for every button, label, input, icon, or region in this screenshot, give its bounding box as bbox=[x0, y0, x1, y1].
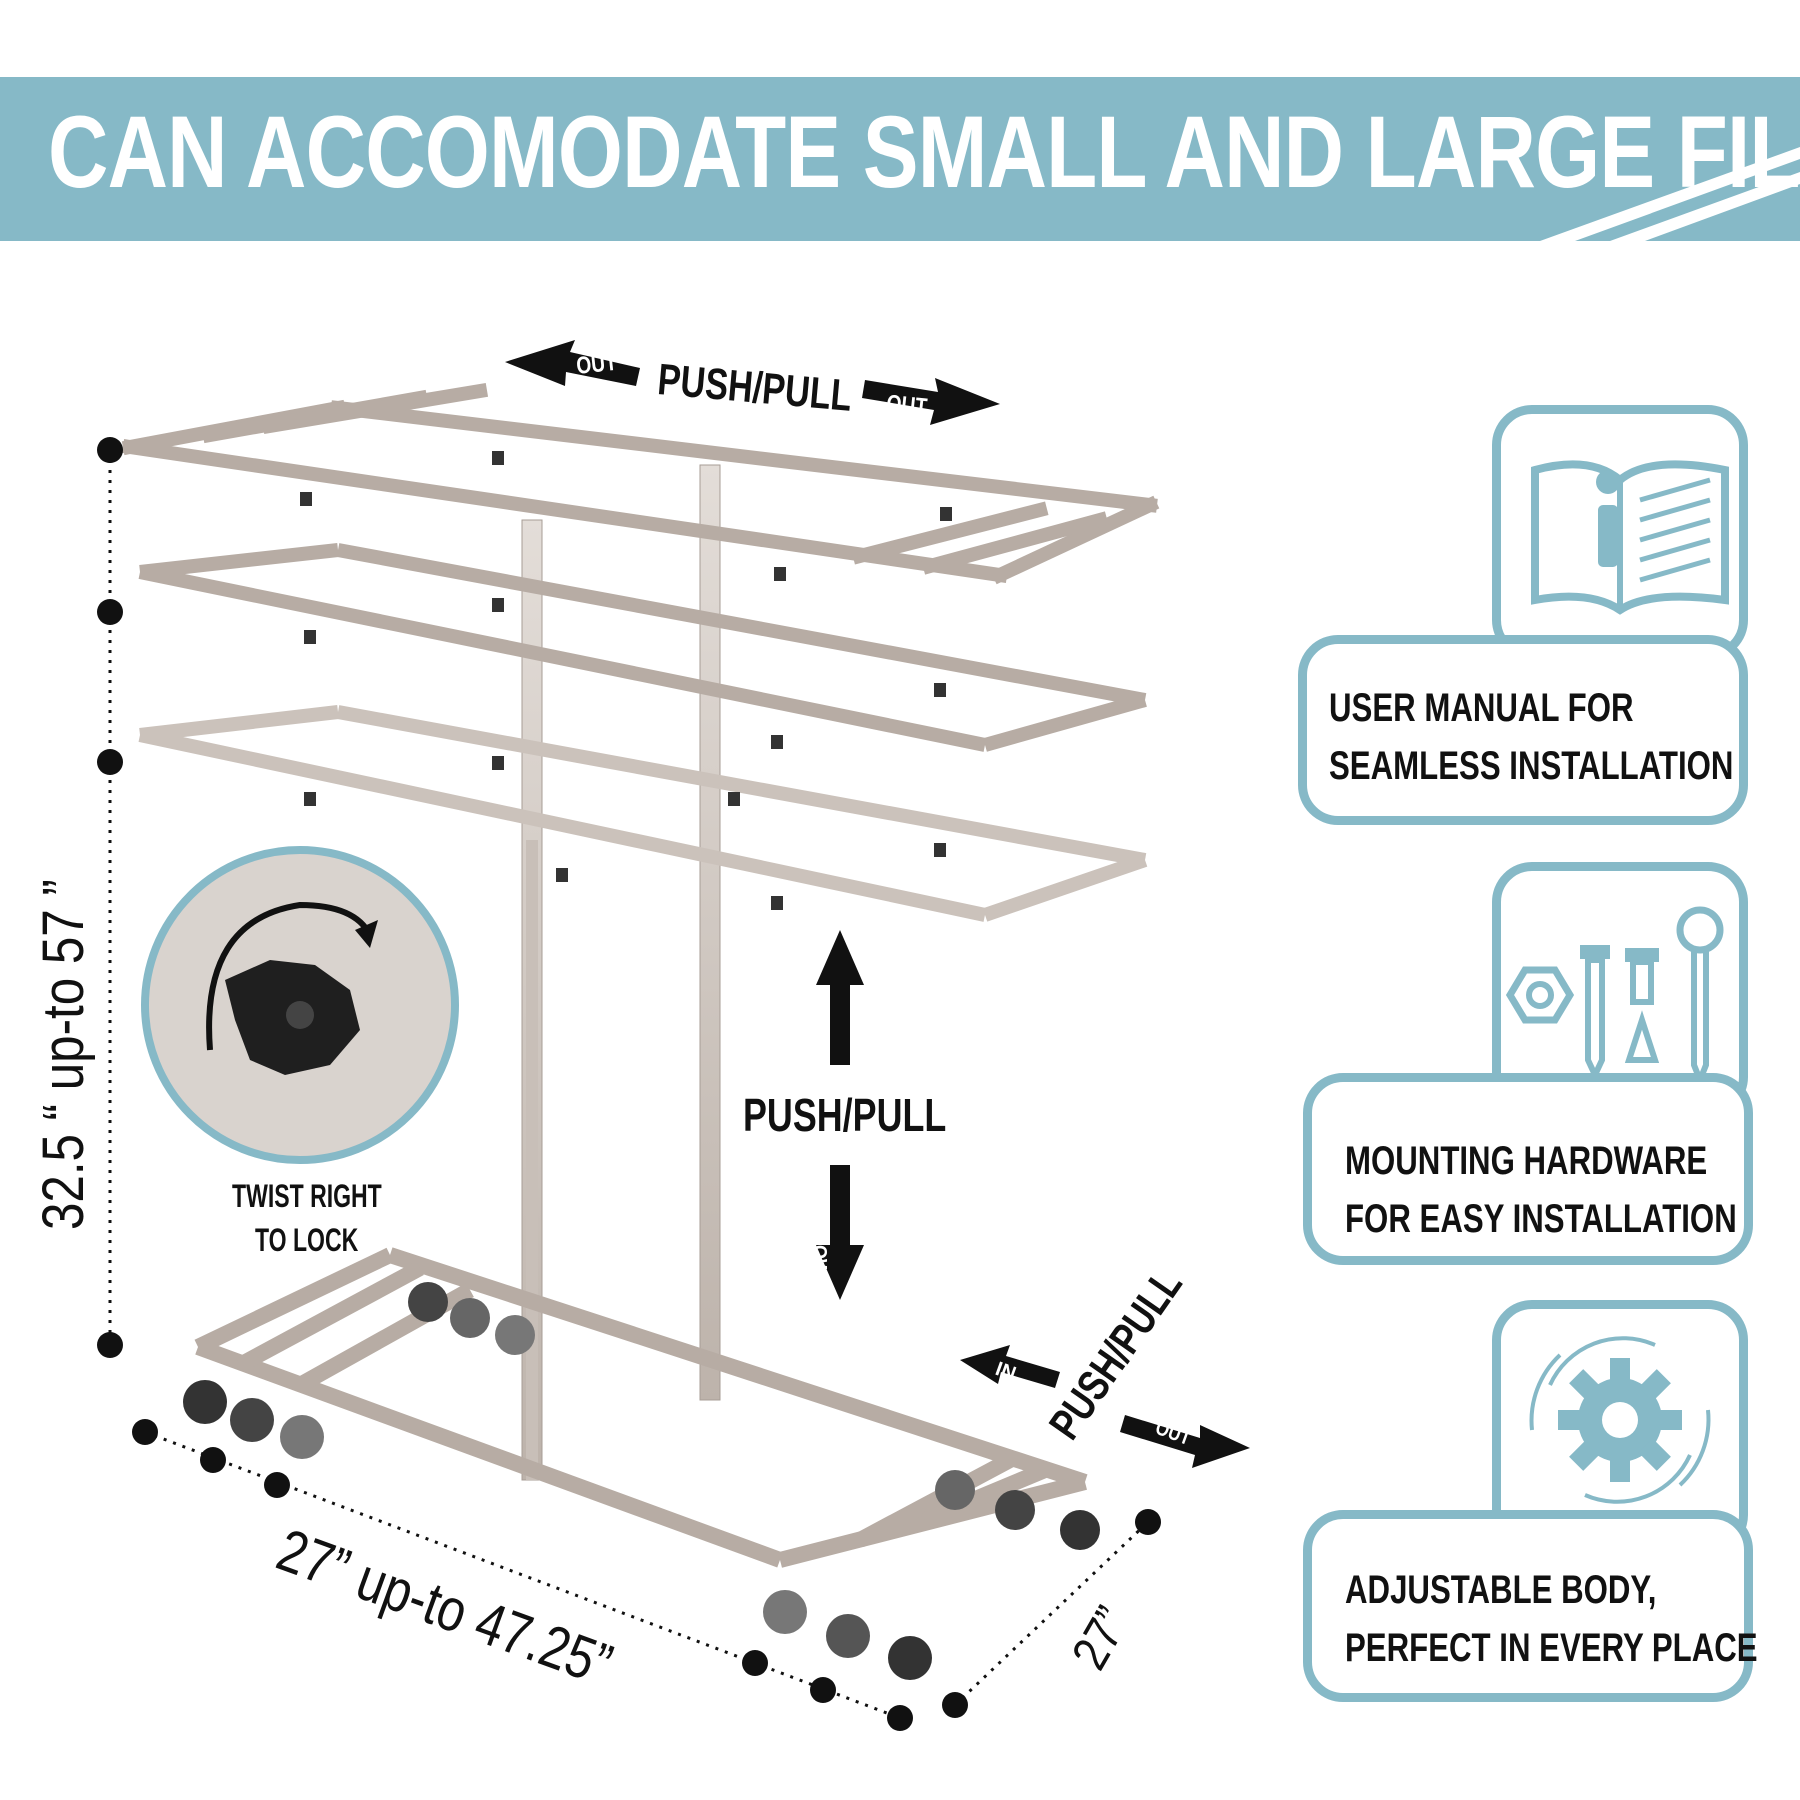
vertical-post-front bbox=[521, 519, 543, 1481]
top-out-left-label: OUT bbox=[575, 348, 619, 380]
vertical-arrows bbox=[816, 930, 864, 1300]
header-banner: CAN ACCOMODATE SMALL AND LARGE FILES bbox=[0, 77, 1800, 241]
feature-icon-box-manual bbox=[1492, 405, 1748, 660]
feature-hardware-line1: MOUNTING HARDWARE bbox=[1345, 1139, 1708, 1183]
base-arrows bbox=[960, 1345, 1250, 1468]
top-frame bbox=[121, 382, 1160, 585]
depth-dimension-line bbox=[942, 1509, 1161, 1718]
vertical-push-pull-label: PUSH/PULL bbox=[743, 1089, 947, 1141]
banner-title: CAN ACCOMODATE SMALL AND LARGE FILES bbox=[48, 95, 1800, 209]
feature-manual-line1: USER MANUAL FOR bbox=[1329, 686, 1634, 730]
frame-knobs bbox=[300, 451, 952, 910]
caster-wheels bbox=[183, 1282, 1100, 1680]
base-frame bbox=[194, 1247, 1088, 1568]
feature-card-hardware: MOUNTING HARDWARE FOR EASY INSTALLATION bbox=[1303, 1073, 1753, 1265]
feature-manual-line2: SEAMLESS INSTALLATION bbox=[1329, 744, 1734, 788]
vertical-down-label: DOWN bbox=[808, 1232, 830, 1289]
top-out-right-label: OUT bbox=[885, 390, 929, 422]
feature-adjustable-line2: PERFECT IN EVERY PLACE bbox=[1345, 1626, 1758, 1670]
length-dimension-line bbox=[132, 1419, 913, 1731]
lower-frame bbox=[138, 705, 1148, 922]
top-arrows bbox=[505, 340, 1000, 425]
twist-knob-detail bbox=[141, 846, 459, 1164]
twist-label-line2: TO LOCK bbox=[255, 1222, 359, 1258]
feature-card-manual: USER MANUAL FOR SEAMLESS INSTALLATION bbox=[1298, 635, 1748, 825]
feature-card-adjustable: ADJUSTABLE BODY, PERFECT IN EVERY PLACE bbox=[1303, 1510, 1758, 1702]
banner-stripes bbox=[1540, 147, 1800, 241]
vertical-post-back bbox=[699, 464, 721, 1401]
height-dimension-line bbox=[97, 437, 123, 1358]
height-dimension-label: 32.5 “ up-to 57 ” bbox=[31, 879, 96, 1230]
feature-adjustable-line1: ADJUSTABLE BODY, bbox=[1345, 1568, 1657, 1612]
twist-label-line1: TWIST RIGHT bbox=[232, 1178, 382, 1214]
middle-frame bbox=[138, 543, 1147, 752]
vertical-up-label: UP bbox=[850, 994, 872, 1020]
feature-hardware-line2: FOR EASY INSTALLATION bbox=[1345, 1197, 1737, 1241]
